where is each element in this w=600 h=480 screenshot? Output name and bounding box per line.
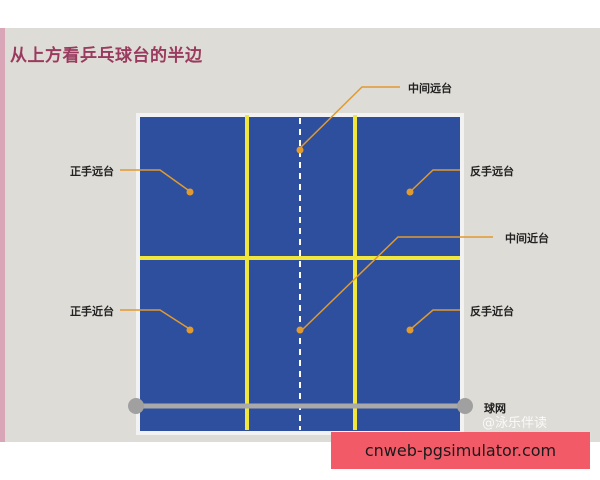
label-net: 球网 bbox=[484, 402, 506, 415]
diagram-title: 从上方看乒乓球台的半边 bbox=[10, 46, 203, 66]
label-middle-far: 中间远台 bbox=[408, 82, 452, 95]
label-forehand-near: 正手近台 bbox=[70, 305, 114, 318]
page-edge bbox=[0, 28, 5, 442]
site-banner: cnweb-pgsimulator.com bbox=[331, 432, 590, 469]
label-middle-near: 中间近台 bbox=[505, 232, 549, 245]
net-post-right bbox=[457, 398, 473, 414]
leader-lines bbox=[120, 86, 493, 331]
watermark: @泳乐伴读 bbox=[482, 416, 548, 431]
label-backhand-near: 反手近台 bbox=[470, 305, 514, 318]
label-backhand-far: 反手远台 bbox=[470, 165, 514, 178]
label-forehand-far: 正手远台 bbox=[70, 165, 114, 178]
zone-dots bbox=[186, 146, 414, 334]
net-post-left bbox=[128, 398, 144, 414]
